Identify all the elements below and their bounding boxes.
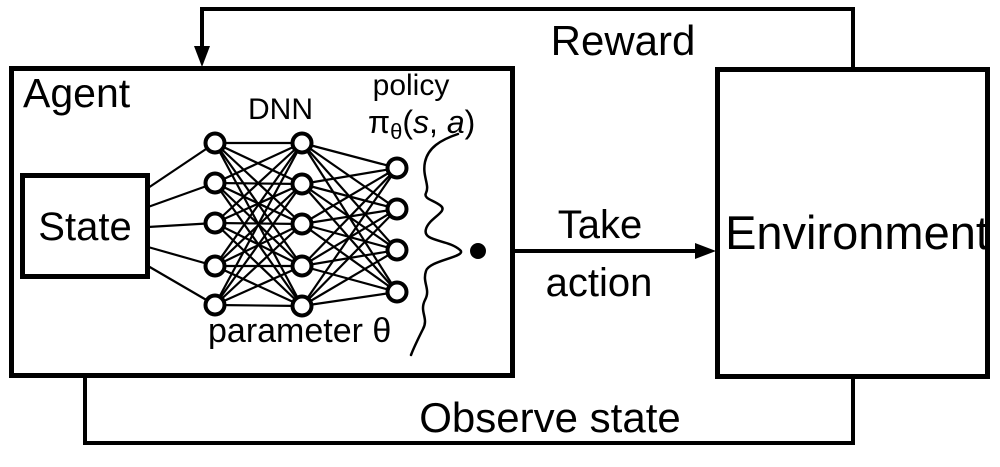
observe-state-label: Observe state: [419, 394, 680, 441]
nn-link: [214, 183, 303, 306]
hidden-node: [290, 131, 314, 155]
state-variable: s: [413, 104, 429, 140]
hidden-node: [290, 294, 314, 318]
nn-link: [214, 223, 303, 306]
dnn-label: DNN: [248, 93, 313, 126]
environment-box: [715, 67, 990, 379]
output-node: [385, 238, 409, 262]
action-variable: a: [447, 104, 465, 140]
policy-label: policy: [373, 69, 450, 102]
hidden-node: [290, 172, 314, 196]
paren-close: ): [465, 104, 476, 140]
nn-link: [214, 142, 303, 306]
nn-link: [301, 167, 398, 307]
hidden-node: [290, 254, 314, 278]
take-action-label-line1: Take: [558, 203, 643, 247]
environment-label: Environment: [725, 206, 989, 259]
state-input-link: [147, 142, 216, 189]
agent-label: Agent: [23, 70, 131, 116]
nn-link: [214, 303, 303, 308]
action-sample-dot: [470, 243, 486, 259]
policy-formula: πθ(s,a): [368, 104, 475, 144]
reward-label: Reward: [551, 17, 696, 64]
state-input-link: [147, 181, 216, 209]
nn-link: [214, 142, 303, 267]
state-input-link: [147, 245, 216, 268]
output-node: [385, 280, 409, 304]
nn-link: [301, 167, 398, 225]
input-node: [203, 211, 227, 235]
reward-arrow-line: [200, 7, 855, 71]
output-node: [385, 156, 409, 180]
hidden-node: [290, 212, 314, 236]
theta-subscript: θ: [390, 119, 402, 144]
nn-link: [214, 264, 303, 307]
nn-link: [214, 142, 303, 184]
take-action-label-line2: action: [546, 261, 653, 305]
nn-link: [301, 167, 398, 267]
pi-symbol: π: [368, 104, 390, 140]
nn-link: [301, 208, 398, 307]
take-action-arrowhead-icon: [695, 243, 716, 259]
input-node: [203, 293, 227, 317]
policy-distribution-curve: [409, 132, 463, 357]
paren-open: (: [402, 104, 413, 140]
state-label: State: [38, 205, 131, 249]
reward-edge: Reward: [194, 7, 855, 71]
dnn-network: [147, 131, 486, 318]
nn-link: [214, 142, 303, 224]
state-input-link: [147, 265, 216, 306]
input-node: [203, 171, 227, 195]
input-node: [203, 131, 227, 155]
input-node: [203, 254, 227, 278]
parameter-label: parameter θ: [208, 312, 391, 350]
output-node: [385, 197, 409, 221]
nn-link: [301, 166, 398, 186]
nn-link: [301, 141, 398, 170]
nn-link: [301, 249, 398, 307]
nn-link: [301, 290, 398, 308]
comma: ,: [429, 104, 438, 140]
reward-arrowhead-icon: [194, 46, 210, 67]
state-box: [20, 173, 150, 279]
